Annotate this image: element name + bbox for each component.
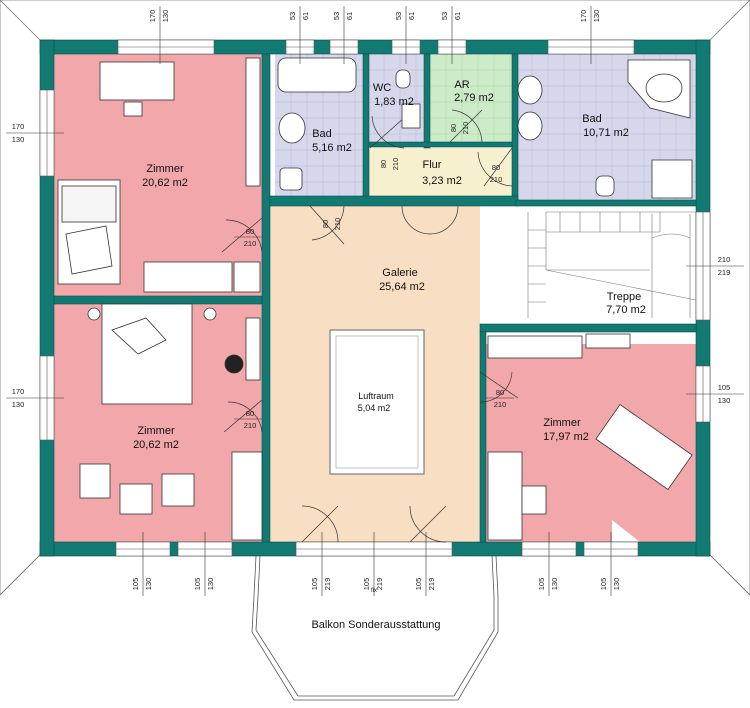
chair-sw-1: [79, 463, 111, 499]
room-labels: Zimmer 20,62 m2 Zimmer 20,62 m2 Bad 5,16…: [133, 79, 646, 451]
wardrobe-nw: [245, 57, 261, 187]
svg-text:130: 130: [161, 10, 170, 23]
svg-text:17,97 m2: 17,97 m2: [543, 431, 589, 443]
svg-text:80: 80: [492, 163, 500, 172]
right-window-dimensions: 210 219 105 130: [718, 255, 731, 405]
svg-text:219: 219: [375, 578, 384, 591]
label-flur: Flur: [423, 159, 442, 171]
svg-text:5,16 m2: 5,16 m2: [312, 142, 352, 154]
svg-text:80: 80: [449, 124, 458, 132]
furniture: [57, 57, 693, 541]
ar-tiles: [430, 54, 512, 142]
svg-text:210: 210: [333, 218, 342, 231]
svg-text:130: 130: [12, 135, 25, 144]
svg-text:25,64 m2: 25,64 m2: [379, 281, 425, 293]
svg-text:130: 130: [12, 400, 25, 409]
svg-text:105: 105: [718, 383, 731, 392]
desk-se: [595, 404, 693, 490]
svg-text:20,62 m2: 20,62 m2: [133, 439, 179, 451]
svg-text:105: 105: [193, 578, 202, 591]
bottom-window-dimensions: 105 130 105 130 105 219 105 219 fix 105 …: [131, 578, 621, 594]
svg-text:130: 130: [592, 10, 601, 23]
room-luftraum: [329, 329, 425, 475]
label-bad-large: Bad: [582, 113, 602, 125]
svg-text:80: 80: [379, 160, 388, 168]
svg-text:fix: fix: [371, 588, 377, 594]
svg-text:53: 53: [440, 12, 449, 20]
desk-nw: [99, 61, 175, 101]
svg-text:210: 210: [244, 421, 257, 430]
svg-text:210: 210: [494, 400, 507, 409]
svg-text:5,04 m2: 5,04 m2: [358, 403, 391, 413]
balcony: [251, 555, 499, 701]
svg-text:170: 170: [148, 10, 157, 23]
svg-text:61: 61: [345, 12, 354, 20]
label-luftraum: Luftraum: [358, 391, 394, 401]
svg-text:170: 170: [579, 10, 588, 23]
label-zimmer-sw: Zimmer: [137, 425, 175, 437]
label-treppe: Treppe: [607, 291, 641, 303]
svg-text:80: 80: [496, 388, 504, 397]
svg-text:210: 210: [391, 158, 400, 171]
svg-text:61: 61: [407, 12, 416, 20]
label-zimmer-nw: Zimmer: [146, 163, 184, 175]
svg-text:219: 219: [323, 578, 332, 591]
svg-text:20,62 m2: 20,62 m2: [142, 177, 188, 189]
wardrobe-sw: [245, 317, 261, 381]
label-wc: WC: [373, 82, 391, 94]
top-window-dimensions: 170 130 53 61 53 61 53 61 53 61 170 130: [148, 10, 601, 23]
door-swings: [221, 109, 519, 543]
svg-text:170: 170: [12, 122, 25, 131]
chair-sw-2: [161, 473, 195, 507]
room-flur: [368, 148, 512, 196]
label-bad-small: Bad: [312, 128, 332, 140]
svg-text:130: 130: [550, 578, 559, 591]
room-ar: [430, 54, 512, 142]
door-dimensions: 80 210 80 210 80 210 80 210 80 210 80 21…: [234, 122, 514, 430]
label-zimmer-se: Zimmer: [543, 417, 581, 429]
svg-text:105: 105: [131, 578, 140, 591]
dimension-ticks: [6, 6, 744, 596]
svg-text:53: 53: [394, 12, 403, 20]
svg-text:105: 105: [310, 578, 319, 591]
shelf-nw: [143, 261, 233, 293]
svg-text:53: 53: [332, 12, 341, 20]
svg-text:61: 61: [453, 12, 462, 20]
svg-text:130: 130: [718, 396, 731, 405]
svg-text:61: 61: [301, 12, 310, 20]
svg-text:105: 105: [599, 578, 608, 591]
svg-text:219: 219: [427, 578, 436, 591]
balkon-label: Balkon Sonderausstattung: [311, 619, 440, 631]
svg-text:3,23 m2: 3,23 m2: [422, 175, 462, 187]
svg-text:130: 130: [206, 578, 215, 591]
svg-text:170: 170: [12, 387, 25, 396]
left-window-dimensions: 170 130 170 130: [12, 122, 25, 409]
svg-text:80: 80: [246, 227, 254, 236]
svg-text:7,70 m2: 7,70 m2: [606, 304, 646, 316]
svg-text:2,79 m2: 2,79 m2: [454, 92, 494, 104]
svg-text:219: 219: [718, 268, 731, 277]
svg-text:130: 130: [144, 578, 153, 591]
label-ar: AR: [454, 79, 469, 91]
svg-text:53: 53: [288, 12, 297, 20]
room-treppe: [520, 206, 696, 322]
svg-text:210: 210: [490, 175, 503, 184]
table-sw: [119, 483, 153, 515]
svg-text:105: 105: [414, 578, 423, 591]
svg-text:1,83 m2: 1,83 m2: [374, 96, 414, 108]
svg-text:210: 210: [461, 122, 470, 135]
svg-text:80: 80: [246, 409, 254, 418]
svg-text:210: 210: [718, 255, 731, 264]
svg-text:80: 80: [321, 220, 330, 228]
closet-sw: [231, 451, 263, 541]
svg-text:105: 105: [537, 578, 546, 591]
svg-text:10,71 m2: 10,71 m2: [583, 127, 629, 139]
svg-text:210: 210: [244, 239, 257, 248]
label-galerie: Galerie: [382, 267, 417, 279]
bathtub: [277, 57, 357, 93]
svg-text:130: 130: [612, 578, 621, 591]
svg-text:105: 105: [362, 578, 371, 591]
